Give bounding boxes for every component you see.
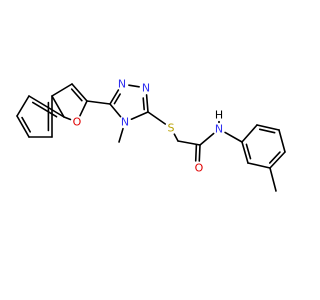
bond-tolyl-c1-tolyl-c2 <box>241 141 249 164</box>
bond-tolyl-c3-tolyl-methyl <box>269 167 277 192</box>
bond-triazole-n4-n-methyl <box>118 127 124 143</box>
bond-triazole-c5-triazole-n1-inner <box>113 93 121 105</box>
atom-amide-h: H <box>213 109 225 122</box>
bond-tolyl-c2-tolyl-c3 <box>247 162 271 169</box>
atom-label-n: N <box>215 123 223 136</box>
atom-label-h: H <box>215 109 223 122</box>
atom-label-background <box>116 78 128 90</box>
atom-label-background <box>213 123 225 135</box>
atom-label-n: N <box>118 78 126 91</box>
bond-tolyl-c6-tolyl-c1 <box>241 124 258 143</box>
atom-label-background <box>71 116 83 128</box>
atom-label-o: O <box>73 116 82 129</box>
bond-tolyl-c5-tolyl-c6-inner <box>258 128 276 134</box>
atom-label-background <box>140 82 152 94</box>
bond-tolyl-c1-tolyl-c2-inner <box>245 143 252 160</box>
bond-benzo-c4-benzo-c1 <box>16 95 30 117</box>
background <box>0 0 300 300</box>
bond-triazole-n2-triazole-c3-inner <box>142 97 145 111</box>
atom-amide-n: N <box>213 123 225 136</box>
bond-benzo-c3a-furan-c3 <box>51 83 73 97</box>
bond-benzo-c7a-benzo-c4-inner <box>31 101 58 118</box>
bond-tolyl-c4-tolyl-c5 <box>278 129 286 153</box>
bond-tolyl-c3-tolyl-c4-inner <box>268 151 281 164</box>
atom-label-s: S <box>168 122 175 135</box>
bond-furan-c3-furan-c2 <box>71 83 88 102</box>
atom-triazole-n1: N <box>116 78 128 91</box>
atom-furan-o: O <box>71 116 83 129</box>
bond-carbonyl-c-carbonyl-o <box>198 144 201 162</box>
bond-triazole-c5-triazole-n1 <box>109 89 120 105</box>
atom-label-background <box>165 122 177 134</box>
atom-label-n: N <box>121 116 129 129</box>
atom-triazole-n4: N <box>119 116 131 129</box>
atom-label-background <box>213 109 225 121</box>
bond-benzo-c7a-benzo-c4 <box>28 95 65 118</box>
bond-benzo-c3a-benzo-c7a <box>51 95 65 118</box>
atom-label-background <box>193 162 205 174</box>
atom-carbonyl-o: O <box>193 162 205 175</box>
bond-amide-n-tolyl-c1 <box>224 131 243 143</box>
atom-label-o: O <box>195 162 204 175</box>
bond-triazole-n1-triazole-n2 <box>128 84 140 88</box>
atom-thioether-s: S <box>165 122 177 135</box>
bond-thioether-s-ch2 <box>173 133 179 142</box>
bond-triazole-c3-triazole-n4 <box>130 111 149 121</box>
bond-benzo-c1-benzo-c2-inner <box>21 116 32 133</box>
bond-carbonyl-c-carbonyl-o-second <box>194 144 198 162</box>
bond-carbonyl-c-amide-n <box>199 132 215 146</box>
atom-label-n: N <box>142 82 150 95</box>
bond-furan-c2-furan-o <box>79 100 88 117</box>
bond-tolyl-c5-tolyl-c6 <box>256 124 280 131</box>
bond-triazole-n4-triazole-c5 <box>109 103 122 118</box>
atom-label-background <box>119 116 131 128</box>
bond-triazole-c3-thioether-s <box>147 111 167 125</box>
bond-furan-o-benzo-c7a <box>63 116 72 121</box>
bond-benzo-c1-benzo-c2 <box>16 115 30 138</box>
bond-furan-c2-triazole-c5 <box>86 100 111 105</box>
bond-furan-c3-furan-c2-inner <box>70 88 83 102</box>
bond-tolyl-c3-tolyl-c4 <box>269 151 286 169</box>
bond-triazole-n2-triazole-c3 <box>145 94 149 113</box>
atom-triazole-n2: N <box>140 82 152 95</box>
bonds-layer <box>16 83 286 192</box>
